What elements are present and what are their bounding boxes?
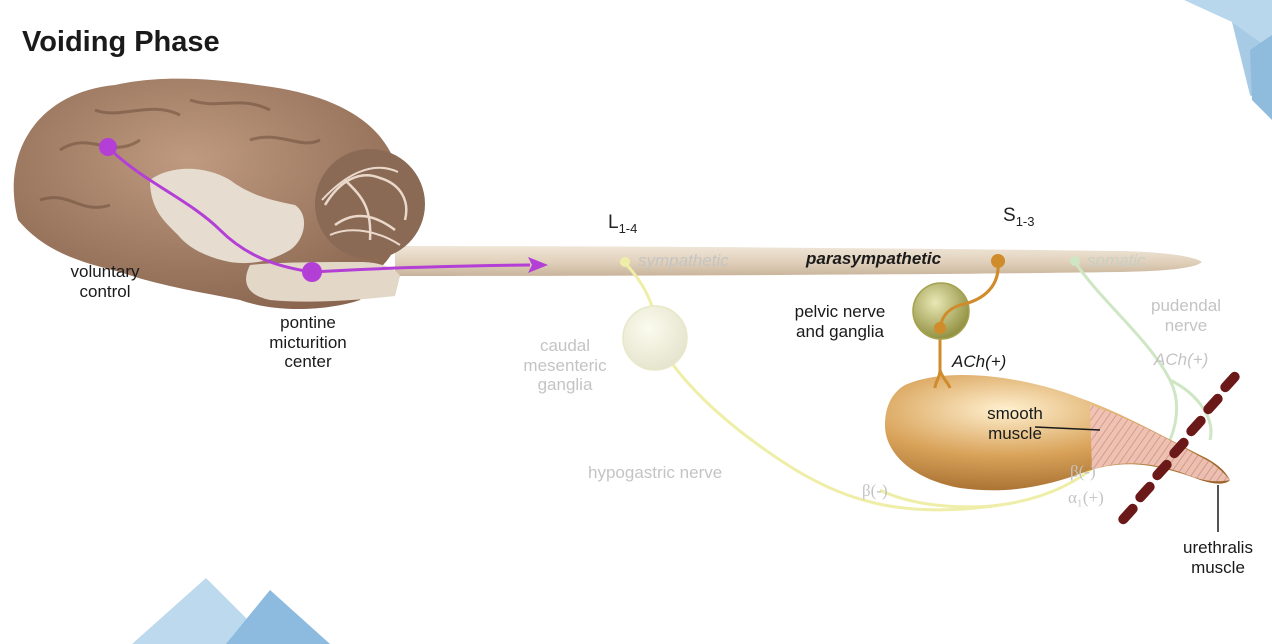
sympathetic-root-dot	[620, 257, 630, 267]
label-voluntary-control: voluntary control	[70, 262, 140, 301]
label-pudendal-nerve: pudendal nerve	[1151, 296, 1221, 335]
brain	[13, 78, 425, 310]
voluntary-arrowhead	[528, 257, 548, 273]
decor-bottom-left	[132, 578, 330, 644]
decor-corner-top-right	[1184, 0, 1272, 120]
page-title: Voiding Phase	[22, 26, 220, 58]
label-hypogastric-nerve: hypogastric nerve	[588, 463, 723, 482]
label-beta-left: β(-)	[862, 481, 888, 500]
label-urethralis-muscle: urethralis muscle	[1183, 538, 1253, 577]
urethralis-muscle	[1118, 371, 1240, 525]
label-sacral-segment: S1-3	[1003, 205, 1035, 229]
voluntary-control-node	[99, 138, 117, 156]
voluntary-pathway	[106, 145, 531, 274]
label-smooth-muscle: smooth muscle	[987, 404, 1043, 443]
label-ach-pudendal: ACh(+)	[1154, 350, 1209, 369]
label-pontine-center: pontine micturition center	[269, 313, 347, 372]
label-caudal-mesenteric-ganglia: caudal mesenteric ganglia	[523, 336, 607, 395]
parasympathetic-ganglion-dot	[934, 322, 946, 334]
parasympathetic-root-dot	[991, 254, 1005, 268]
parasympathetic-preganglionic	[938, 261, 1000, 333]
label-pelvic-nerve: pelvic nerve and ganglia	[794, 302, 886, 341]
pelvic-ganglion	[912, 282, 970, 340]
label-beta-right: β(-)	[1070, 462, 1096, 481]
label-lumbar-segment: L1-4	[608, 212, 638, 236]
somatic-root-dot	[1070, 256, 1080, 266]
bladder	[885, 375, 1230, 491]
caudal-mesenteric-ganglion	[622, 305, 688, 371]
label-ach-pelvic: ACh(+)	[952, 352, 1007, 371]
label-somatic: somatic	[1087, 251, 1146, 270]
pontine-center-node	[302, 262, 322, 282]
somatic-pathway	[1073, 261, 1213, 441]
label-sympathetic: sympathetic	[638, 251, 729, 270]
spinal-cord	[395, 246, 1202, 276]
label-parasympathetic: parasympathetic	[806, 249, 942, 268]
label-alpha-right: α₁(+)	[1068, 488, 1104, 507]
